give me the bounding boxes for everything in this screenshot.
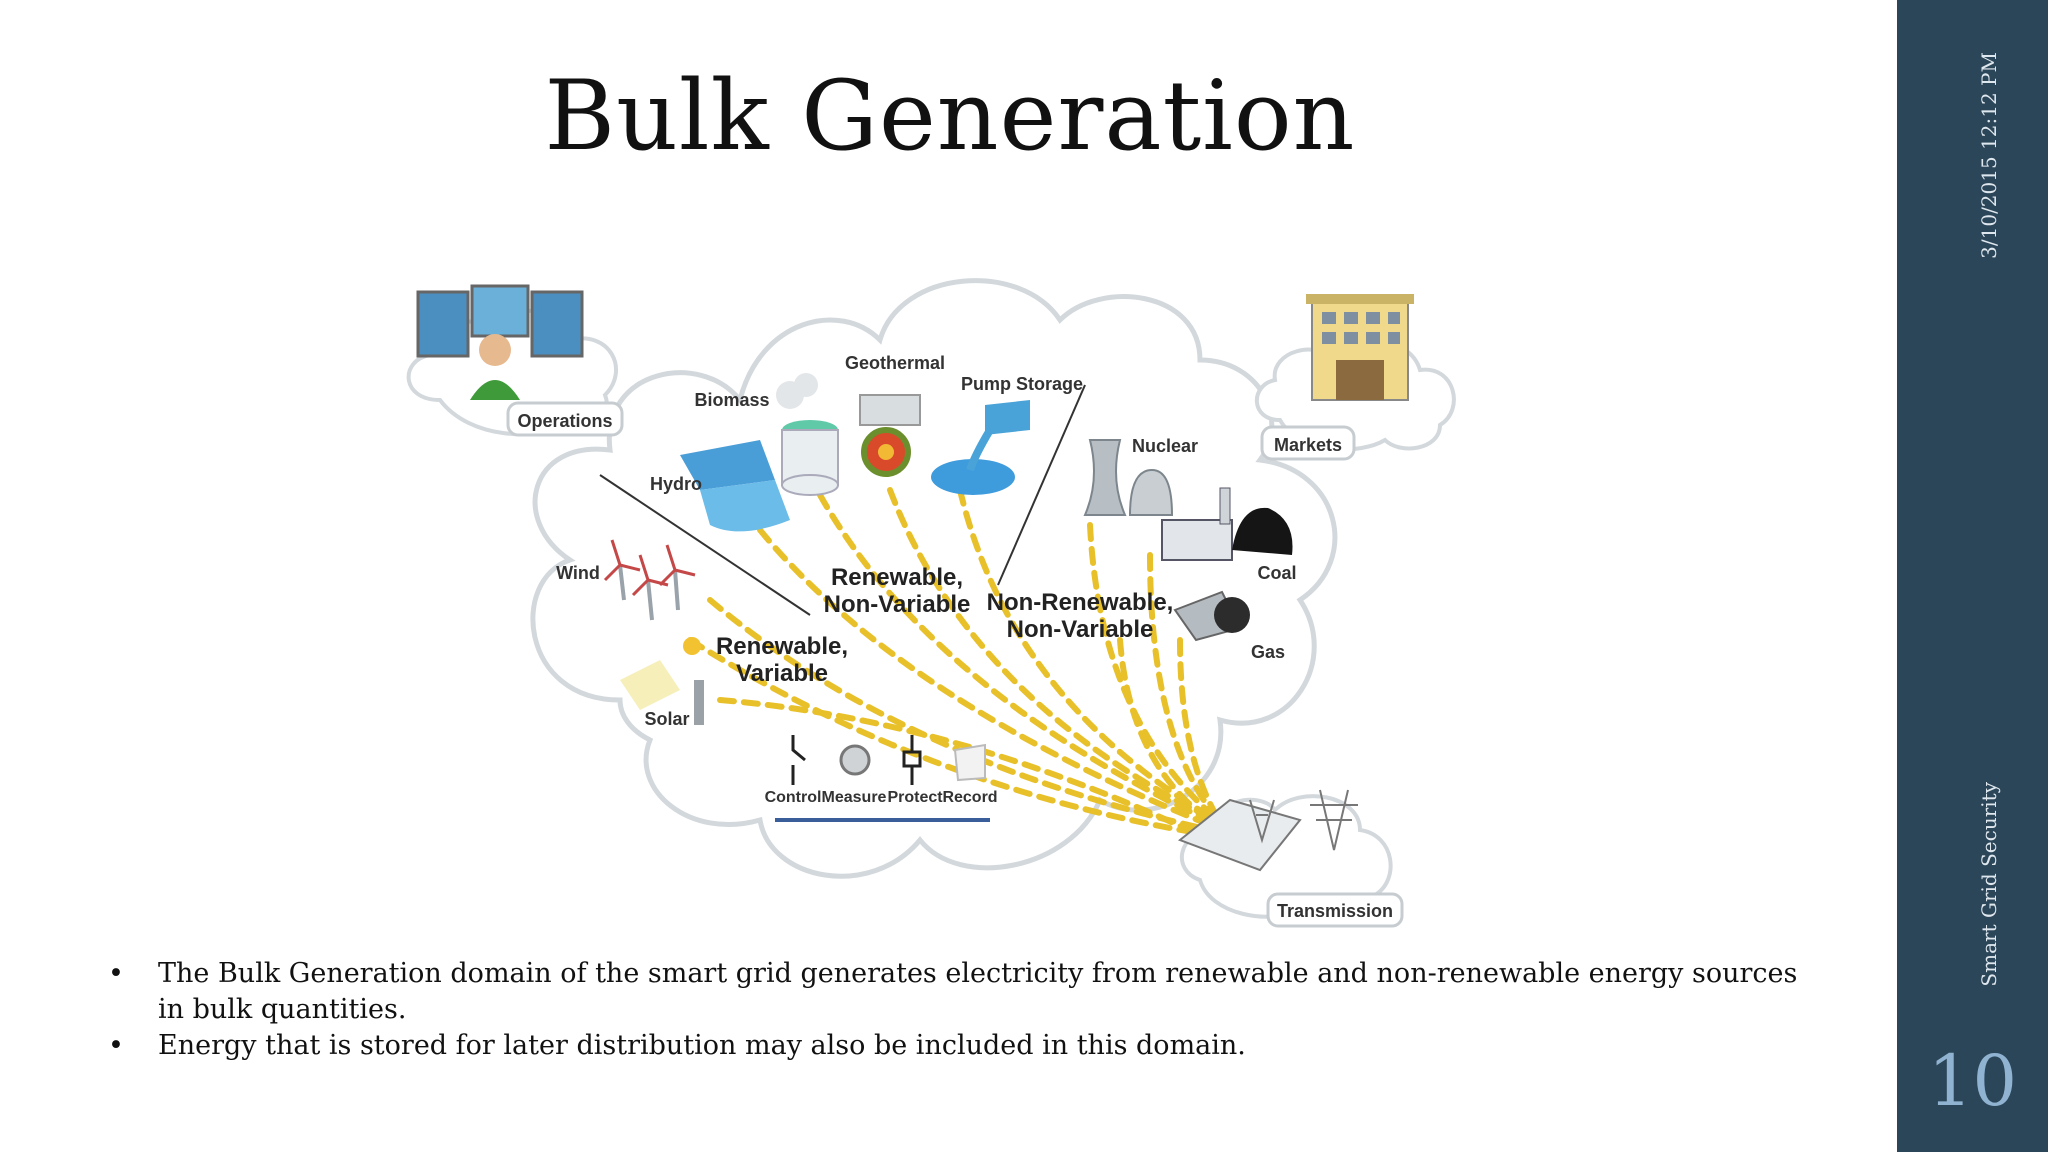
- label-non-renewable-non-variable-1: Non-Renewable,: [987, 589, 1174, 616]
- label-transmission: Transmission: [1277, 901, 1393, 921]
- label-renewable-variable-1: Renewable,: [716, 633, 848, 660]
- page-number: 10: [1927, 1040, 2018, 1122]
- transmission-icon: [1178, 789, 1358, 872]
- label-geothermal: Geothermal: [845, 353, 945, 373]
- box-labels: [506, 401, 1404, 928]
- label-wind: Wind: [556, 563, 600, 583]
- label-protect: Protect: [887, 789, 943, 806]
- bullet-text: The Bulk Generation domain of the smart …: [158, 958, 1798, 1025]
- nuclear-icon: [1083, 439, 1174, 516]
- bullet-marker: •: [108, 1030, 124, 1061]
- divider-line-right: [997, 384, 1086, 586]
- gas-icon: [1173, 590, 1250, 642]
- label-renewable-variable-2: Variable: [736, 660, 828, 687]
- slide-title: Bulk Generation: [544, 60, 1356, 172]
- solar-icon: [620, 637, 704, 725]
- operations-icon: [416, 284, 584, 400]
- label-markets: Markets: [1274, 435, 1342, 455]
- bullet-text: Energy that is stored for later distribu…: [158, 1030, 1246, 1061]
- bullet-item: • The Bulk Generation domain of the smart…: [108, 956, 1808, 1028]
- label-biomass: Biomass: [694, 390, 769, 410]
- label-renewable-non-variable-1: Renewable,: [831, 564, 963, 591]
- label-measure: Measure: [822, 789, 887, 806]
- label-nuclear: Nuclear: [1132, 436, 1198, 456]
- label-record: Record: [942, 789, 997, 806]
- coal-icon: [1161, 487, 1293, 561]
- label-hydro: Hydro: [650, 474, 702, 494]
- sidebar: [1897, 0, 2048, 1152]
- geothermal-icon: [859, 394, 921, 477]
- label-control: Control: [765, 789, 822, 806]
- biomass-icon: [776, 373, 839, 496]
- label-renewable-non-variable-2: Non-Variable: [824, 591, 971, 618]
- label-non-renewable-non-variable-2: Non-Variable: [1007, 616, 1154, 643]
- label-gas: Gas: [1251, 642, 1285, 662]
- label-coal: Coal: [1257, 563, 1296, 583]
- wind-icon: [603, 539, 696, 621]
- divider-line-left: [599, 474, 811, 616]
- energy-flow-lines: [687, 487, 1225, 843]
- bullet-list: • The Bulk Generation domain of the smart…: [108, 956, 1808, 1064]
- label-pump-storage: Pump Storage: [961, 374, 1083, 394]
- bullet-marker: •: [108, 958, 124, 989]
- markets-icon: [1306, 294, 1414, 401]
- pump-storage-icon: [931, 400, 1030, 495]
- bullet-item: • Energy that is stored for later distrib…: [108, 1028, 1808, 1064]
- label-solar: Solar: [644, 709, 689, 729]
- hydro-icon: [680, 440, 790, 532]
- control-icons: [775, 735, 990, 822]
- label-operations: Operations: [517, 411, 612, 431]
